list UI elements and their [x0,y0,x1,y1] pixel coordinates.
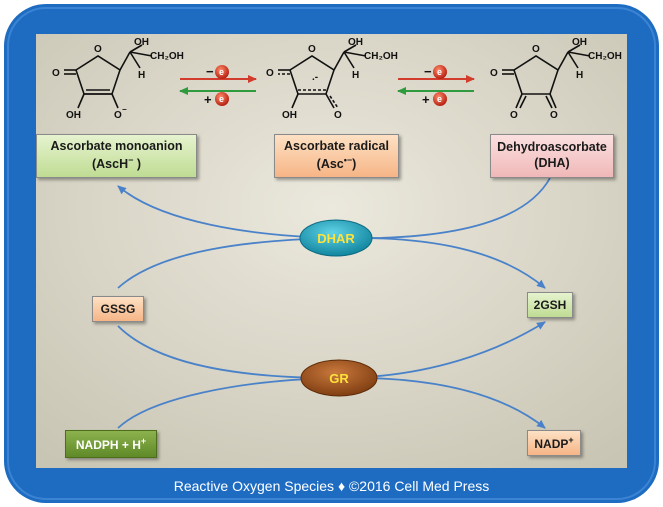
electron-icon-2 [215,92,229,106]
asch-ring-oxygen: O [94,44,102,55]
radical-chain: CH₂OH [364,51,398,62]
ascorbate-radical-name: Ascorbate radical [284,139,389,154]
dehydroascorbate-structure [502,44,591,109]
radical-top-oh: OH [348,37,363,48]
asch-carbonyl-oxygen: O [52,68,60,79]
dehydroascorbate-abbr: (DHA) [534,156,570,170]
electron-icon-3 [433,65,447,79]
oxidation-sign-1: − [206,64,214,79]
gsh-box: 2GSH [527,292,573,318]
electron-label-2: e [219,94,224,104]
ascorbate-radical-abbr: (Asc•−) [316,154,357,172]
footer-caption: Reactive Oxygen Species ♦ ©2016 Cell Med… [173,478,490,494]
dha-top-oh: OH [572,37,587,48]
dha-ring-oxygen: O [532,44,540,55]
nadp-box: NADP+ [527,430,581,456]
ascorbate-monoanion-abbr: (AscH− ) [91,154,142,172]
gr-enzyme-node [300,359,378,397]
dhar-label: DHAR [317,231,355,246]
gssg-label: GSSG [100,301,136,316]
ascorbate-monoanion-box: Ascorbate monoanion (AscH− ) [36,134,197,178]
reduction-sign-1: + [204,92,212,107]
radical-ring-oxygen: O [308,44,316,55]
ascorbate-radical-structure [278,44,367,109]
asch-ominus-charge: − [122,105,127,114]
dhar-enzyme-node [299,219,373,257]
radical-ominus-label: O [334,110,342,121]
asch-ominus-label: O [114,110,122,121]
dehydroascorbate-name: Dehydroascorbate [497,140,607,155]
nadp-label: NADP+ [534,434,574,451]
radical-dot-label: .- [312,72,318,83]
electron-icon-4 [433,92,447,106]
nadph-box: NADPH + H+ [65,430,157,458]
ascorbate-monoanion-name: Ascorbate monoanion [50,139,183,154]
reduction-sign-2: + [422,92,430,107]
dha-carbonyl-oxygen-2: O [510,110,518,121]
electron-icon-1 [215,65,229,79]
dha-chain: CH₂OH [588,51,622,62]
asch-top-oh: OH [134,37,149,48]
radical-h: H [352,70,359,81]
dha-carbonyl-oxygen-3: O [550,110,558,121]
dha-carbonyl-oxygen-1: O [490,68,498,79]
electron-label-3: e [437,67,442,77]
oxidation-sign-2: − [424,64,432,79]
dha-h: H [576,70,583,81]
radical-carbonyl-oxygen: O [266,68,274,79]
asch-h: H [138,70,145,81]
ascorbate-monoanion-structure [64,44,153,109]
gsh-label: 2GSH [533,297,567,312]
nadph-label: NADPH + H+ [75,435,147,452]
ascorbate-radical-box: Ascorbate radical (Asc•−) [274,134,399,178]
gssg-box: GSSG [92,296,144,322]
gr-label: GR [329,371,349,386]
frame-highlight [7,7,656,500]
electron-label-1: e [219,67,224,77]
asch-oh-label: OH [66,110,81,121]
dehydroascorbate-box: Dehydroascorbate (DHA) [490,134,614,178]
asch-chain: CH₂OH [150,51,184,62]
radical-oh-label: OH [282,110,297,121]
electron-label-4: e [437,94,442,104]
